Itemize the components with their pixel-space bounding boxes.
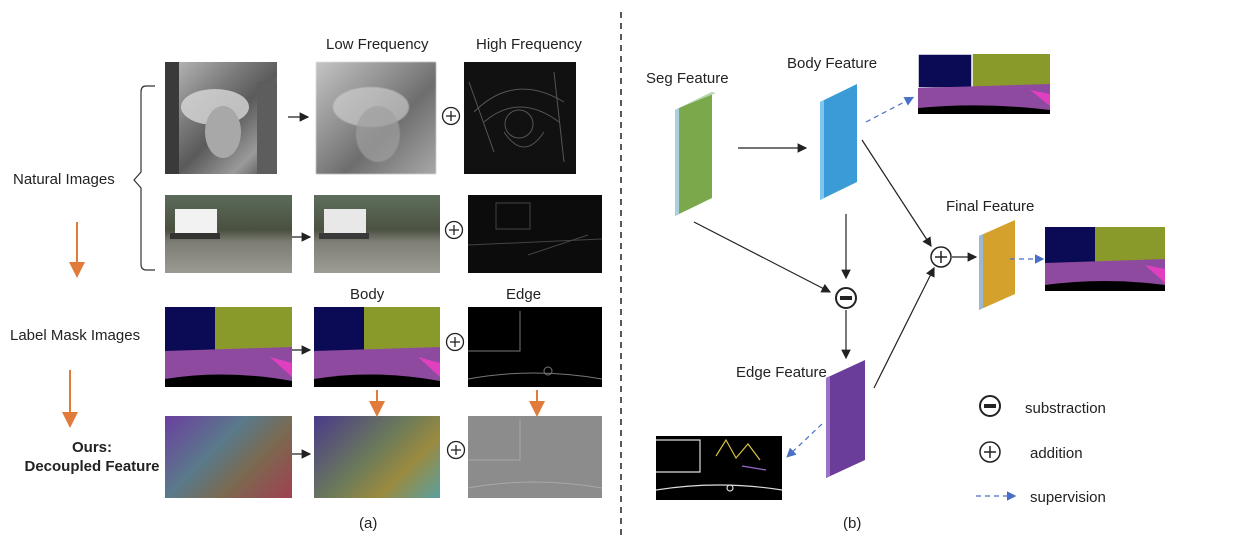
low-frequency-header: Low Frequency <box>326 36 429 53</box>
plus-icon <box>930 246 952 268</box>
plus-icon <box>441 106 466 460</box>
legend-subtraction-label: substraction <box>1025 400 1106 417</box>
seg-feature-slab <box>675 92 716 216</box>
high-frequency-header: High Frequency <box>476 36 582 53</box>
street-high-frequency <box>468 195 602 273</box>
final-feature-label: Final Feature <box>946 198 1035 215</box>
portrait-image <box>165 62 277 174</box>
ours-label-line2: Decoupled Feature <box>24 458 160 475</box>
final-feature-slab <box>979 220 1015 310</box>
edge-feature-label: Edge Feature <box>736 364 827 381</box>
final-output-mask <box>1045 227 1165 291</box>
seg-feature-label: Seg Feature <box>646 70 729 87</box>
portrait-low-frequency <box>316 62 436 174</box>
edge-mask <box>468 307 602 387</box>
arrow-body-to-add <box>861 139 932 248</box>
body-header: Body <box>350 286 385 303</box>
label-mask-image <box>165 307 292 387</box>
arrow-edge-to-add <box>873 266 935 389</box>
body-feature-slab <box>820 84 857 200</box>
edge-feature-slab <box>826 360 865 478</box>
minus-icon <box>835 287 857 309</box>
caption-b: (b) <box>843 515 862 532</box>
ours-label: Ours: Decoupled Feature <box>22 438 162 476</box>
supervision-arrow-edge <box>786 423 823 458</box>
ours-label-line1: Ours: <box>71 439 112 456</box>
street-low-frequency <box>314 195 440 273</box>
street-image <box>165 195 292 273</box>
edge-header: Edge <box>506 286 542 303</box>
legend-minus-icon <box>979 395 1001 417</box>
natural-images-label: Natural Images <box>13 171 115 188</box>
label-mask-images-label: Label Mask Images <box>10 327 141 344</box>
edge-supervision-mask <box>656 436 782 500</box>
body-mask <box>314 307 440 387</box>
body-feature-label: Body Feature <box>787 55 878 72</box>
caption-a: (a) <box>359 515 378 532</box>
body-supervision-mask <box>918 54 1050 114</box>
supervision-arrow-body <box>865 96 915 123</box>
decoupled-feature-image <box>165 416 292 498</box>
arrow-seg-to-sub <box>693 221 832 293</box>
natural-images-brace <box>133 85 155 271</box>
portrait-high-frequency <box>464 62 576 174</box>
decoupled-body-feature <box>314 416 440 498</box>
legend-plus-icon <box>979 441 1001 463</box>
legend-supervision-label: supervision <box>1030 489 1106 506</box>
legend-addition-label: addition <box>1030 445 1083 462</box>
decoupled-edge-feature <box>468 416 602 498</box>
